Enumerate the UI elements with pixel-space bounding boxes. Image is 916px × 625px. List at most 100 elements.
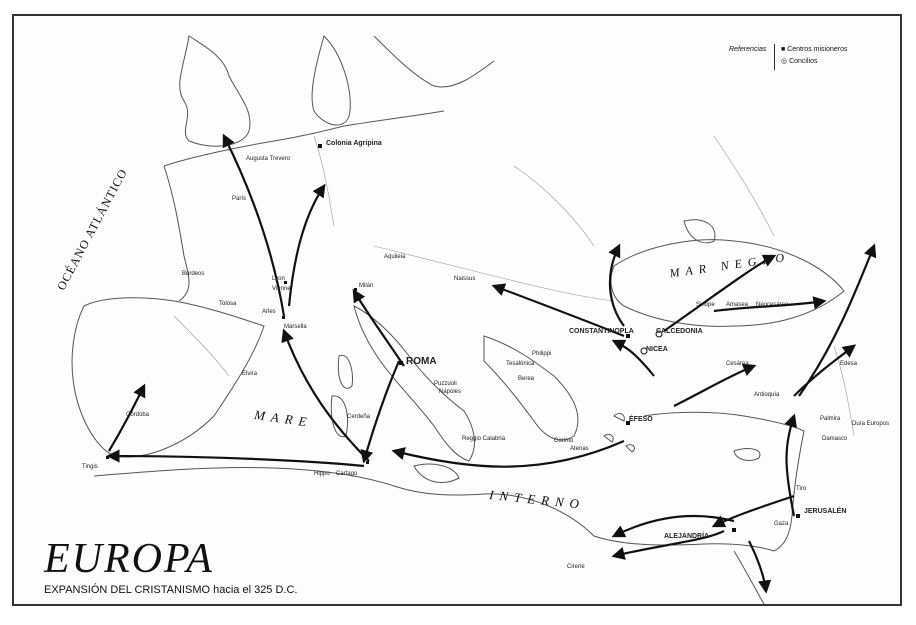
label-lyon: Lyon — [272, 276, 285, 282]
aegean-islands — [603, 413, 635, 453]
cyprus-outline — [733, 448, 761, 461]
sicily-outline — [413, 463, 460, 483]
italy-outline — [353, 305, 475, 462]
label-napoles: Nápoles — [439, 389, 462, 395]
marker-cartago — [366, 461, 369, 464]
label-reggio: Reggio Calabria — [462, 436, 506, 442]
label-roma: ROMA — [406, 356, 437, 367]
label-aquileia: Aquileia — [384, 254, 406, 260]
label-paris: París — [232, 196, 247, 202]
label-elvira: Elvira — [242, 371, 258, 377]
balkans-outline — [483, 335, 579, 441]
legend-label-councils: Concilios — [789, 58, 818, 65]
north-africa-coast — [93, 467, 775, 552]
marker-tingis — [106, 456, 109, 459]
map-frame: OCÉANO ATLÁNTICO MAR NEGRO MARE INTERNO … — [12, 14, 902, 606]
arrow-to-nile — [748, 540, 772, 594]
expansion-arrows — [106, 133, 877, 594]
label-palmira: Palmira — [820, 416, 841, 422]
label-efeso: ÉFESO — [629, 416, 653, 423]
label-edesa: Edesa — [840, 361, 858, 367]
arrow-alejandria-west — [611, 530, 725, 560]
sardinia-outline — [330, 395, 348, 438]
arrow-north-bsea — [608, 243, 625, 327]
arrow-to-cartago — [360, 360, 401, 464]
label-antioquia: Antioquía — [754, 392, 780, 398]
map-title: EUROPA — [44, 536, 214, 582]
arrow-to-tingis — [106, 449, 365, 468]
label-naissus: Naissus — [454, 276, 476, 282]
council-calcedonia — [655, 330, 663, 338]
label-dura: Dura Europos — [852, 421, 890, 427]
marker-arles — [282, 316, 285, 319]
anatolia-south-coast — [643, 411, 805, 432]
label-marsella: Marsella — [284, 324, 307, 330]
circle-marker-icon: ◎ — [781, 58, 788, 65]
arrow-efeso-roma — [391, 439, 625, 468]
label-colonia: Colonia Agripina — [326, 140, 382, 147]
arrow-to-caucasus — [798, 243, 877, 397]
label-tingis: Tingis — [82, 464, 98, 470]
legend-label-missions: Centros misioneros — [787, 46, 848, 53]
marker-lyon — [284, 281, 287, 284]
label-berea: Berea — [518, 376, 535, 382]
legend-item-councils: ◎ Concilios — [781, 57, 817, 65]
arrow-to-britain — [222, 133, 286, 317]
label-hippo: Hippo — [314, 471, 330, 477]
arrow-to-antioquia — [673, 363, 757, 407]
arrow-to-neocesarea — [713, 296, 827, 313]
legend-separator — [774, 44, 775, 70]
euphrates-river — [833, 345, 855, 437]
denmark-outline — [311, 35, 351, 126]
arrow-to-naissus — [491, 283, 625, 338]
river-east-1 — [513, 165, 595, 247]
arrow-to-arles — [281, 328, 370, 462]
label-vienne: Vienne — [272, 286, 291, 292]
arrow-to-edesa — [793, 344, 857, 397]
map-subtitle: EXPANSIÓN DEL CRISTANISMO hacia el 325 D… — [44, 584, 298, 596]
label-cartago: Cartago — [336, 471, 358, 477]
label-tesalonica: Tesalónica — [506, 361, 535, 367]
label-atenas: Atenas — [570, 446, 589, 452]
corsica-outline — [337, 354, 353, 389]
map-canvas — [71, 35, 877, 604]
rivers — [173, 135, 855, 437]
nile-river — [733, 550, 765, 604]
city-markers — [106, 144, 800, 532]
council-markers — [640, 330, 663, 355]
square-marker-icon: ■ — [781, 46, 786, 53]
marker-alejandria — [732, 528, 736, 532]
river-east-2 — [713, 135, 775, 237]
label-cesarea: Cesárea — [726, 361, 749, 367]
label-amasea: Amasea — [726, 302, 749, 308]
label-tiro: Tiro — [796, 486, 807, 492]
danube-river — [373, 245, 615, 302]
arrow-to-cordoba — [108, 383, 146, 452]
label-puzzuoli: Puzzuoli — [434, 381, 457, 387]
arrow-to-antioquia-south — [784, 413, 797, 517]
label-arles: Arles — [262, 309, 276, 315]
label-cerdena: Cerdeña — [347, 414, 371, 420]
council-nicea — [640, 347, 648, 355]
arrow-to-milan — [352, 288, 405, 367]
iberia-outline — [71, 297, 265, 458]
label-burdeos: Burdeos — [182, 271, 205, 277]
label-filipos: Philippi — [532, 351, 552, 357]
label-cordoba: Córdoba — [126, 412, 150, 418]
label-calcedonia: CALCEDONIA — [656, 328, 703, 335]
label-gaza: Gaza — [774, 521, 789, 527]
baltic-coast — [373, 35, 495, 88]
label-constantinopla: CONSTANTINOPLA — [569, 328, 634, 335]
label-cirene: Cirene — [567, 564, 585, 570]
marker-colonia — [318, 144, 322, 148]
levant-coast — [773, 430, 805, 552]
british-isles-outline — [179, 35, 251, 147]
arrow-to-colonia — [287, 183, 326, 307]
label-alejandria: ALEJANDRÍA — [664, 533, 710, 540]
gaul-west-coast — [163, 165, 190, 302]
label-tolosa: Tolosa — [219, 301, 237, 307]
marker-jerusalen — [796, 514, 800, 518]
label-augusta: Augusta Trevero — [246, 156, 291, 162]
marker-constantinopla — [626, 334, 630, 338]
label-neocesarea: Neocesárea — [756, 302, 789, 308]
